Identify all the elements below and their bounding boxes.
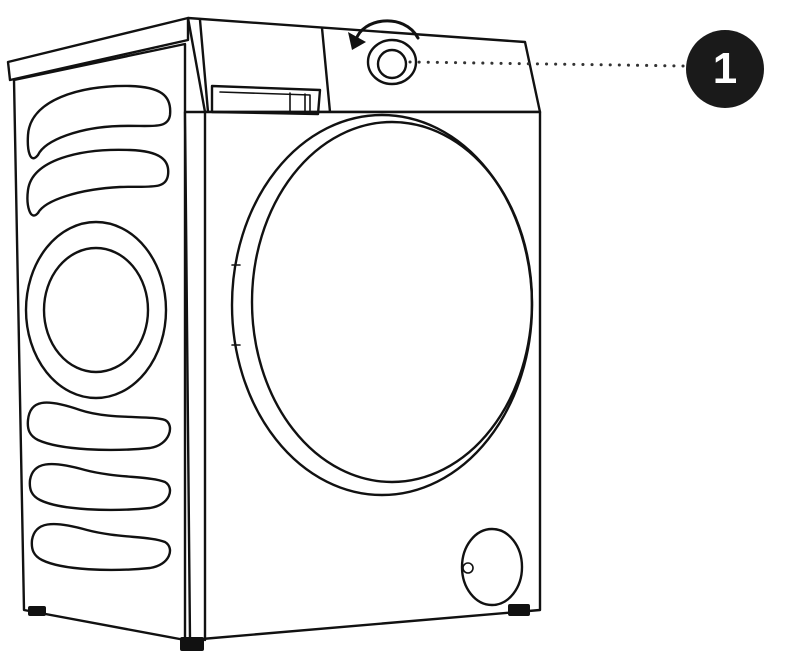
- control-knob: [366, 38, 418, 86]
- curved-rotate-arrow-icon: [348, 19, 420, 50]
- callout-leader-line: [408, 60, 688, 68]
- machine-top-lid: [186, 16, 542, 114]
- machine-feet: [28, 604, 530, 651]
- detergent-drawer: [210, 84, 322, 116]
- machine-side-panel: [6, 16, 190, 642]
- filter-cover: [460, 527, 524, 607]
- side-panel-embossing: [24, 84, 172, 572]
- callout-number: 1: [712, 44, 738, 93]
- callout-badge-1: 1: [686, 30, 764, 108]
- porthole-door: [230, 113, 534, 497]
